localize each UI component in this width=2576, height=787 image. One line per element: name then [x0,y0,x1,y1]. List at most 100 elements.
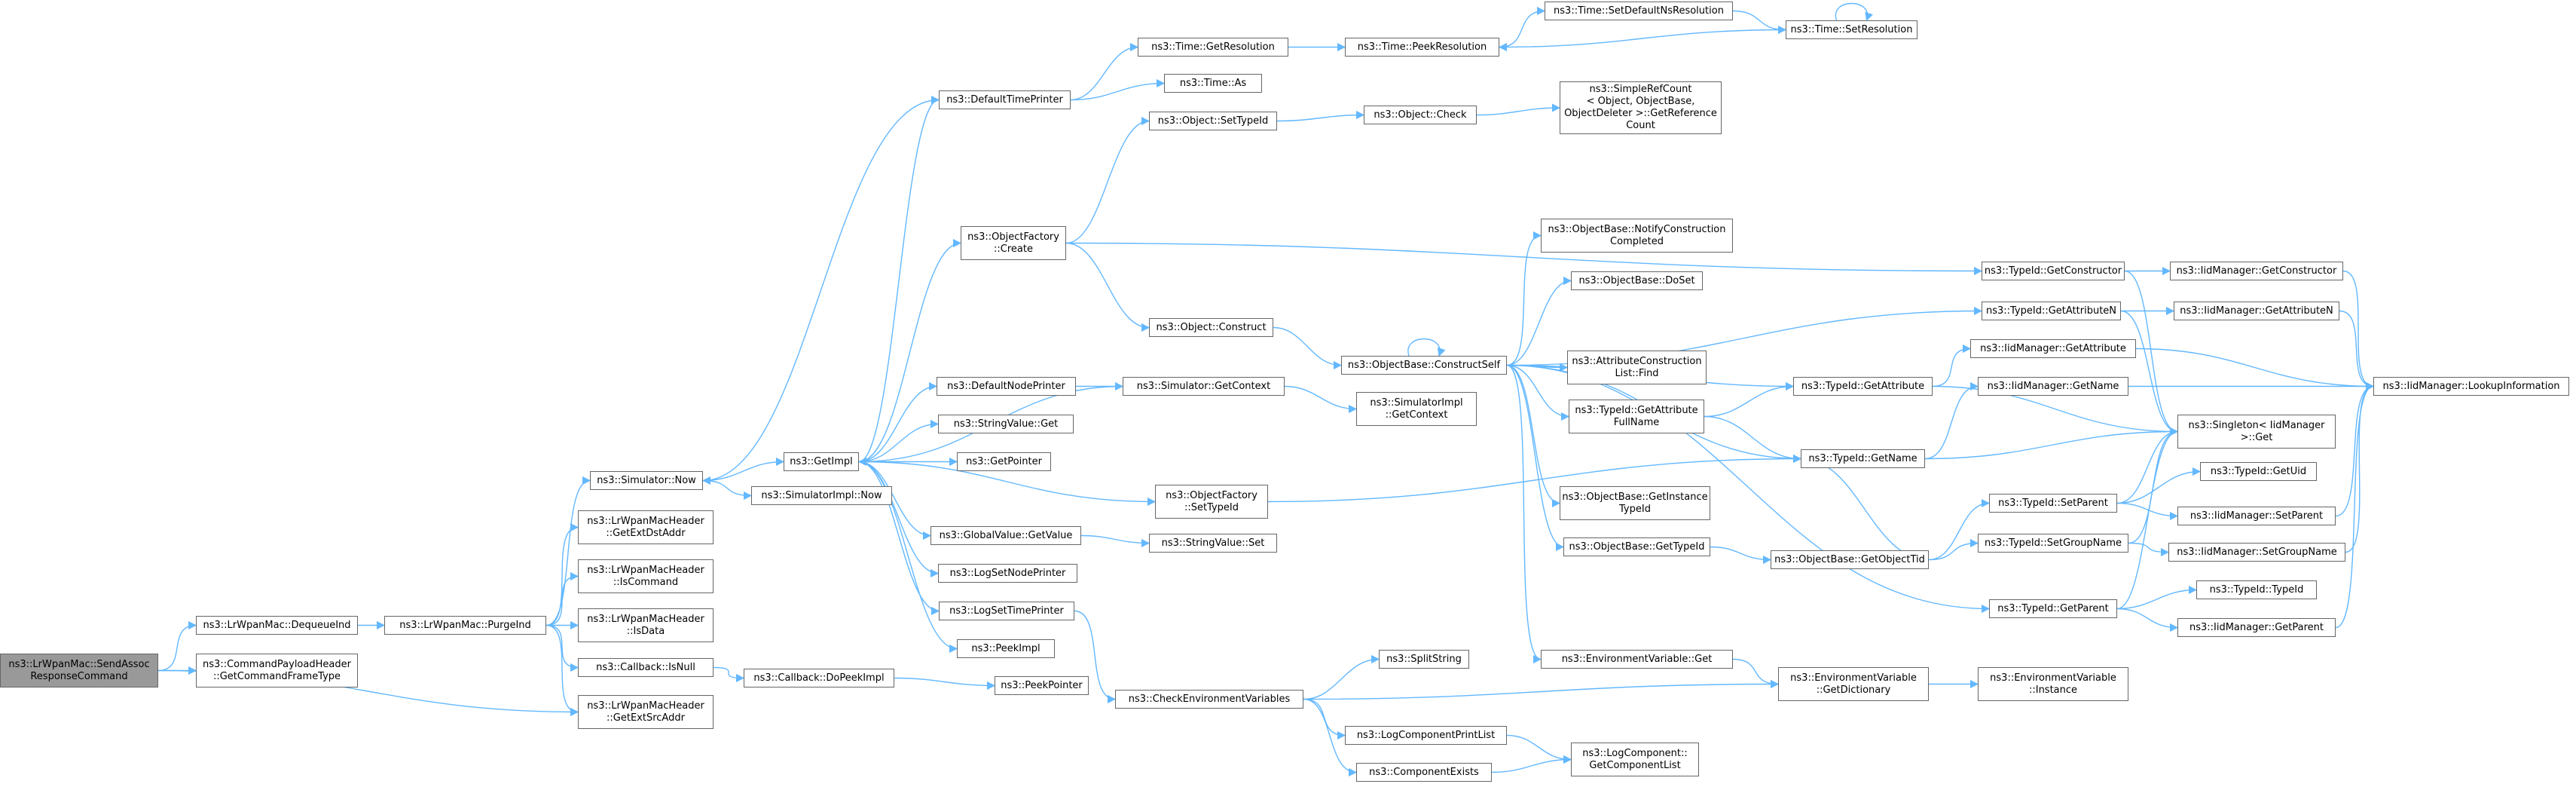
node-getptr[interactable]: ns3::GetPointer [957,452,1051,471]
node-peekimpl[interactable]: ns3::PeekImpl [957,639,1055,658]
edge-purge-to-simnow [545,476,591,626]
node-iidsetparent[interactable]: ns3::IidManager::SetParent [2177,507,2336,525]
node-iidgetattrn[interactable]: ns3::IidManager::GetAttributeN [2174,302,2339,320]
node-notifycons[interactable]: ns3::ObjectBase::NotifyConstruction Comp… [1541,219,1733,253]
edge-tidsetparent-to-tidgetuid [2116,467,2202,504]
node-iidgetparent[interactable]: ns3::IidManager::GetParent [2177,618,2336,637]
node-peekptr[interactable]: ns3::PeekPointer [995,676,1089,695]
node-obinst[interactable]: ns3::ObjectBase::GetInstance TypeId [1560,486,1710,520]
node-checkenv[interactable]: ns3::CheckEnvironmentVariables [1115,690,1303,709]
edge-obgetobjtid-to-tidsetparent [1928,498,1991,561]
edge-tidgetname-to-iidgetname [1924,381,1979,460]
node-strget[interactable]: ns3::StringValue::Get [938,415,1074,433]
node-peekres[interactable]: ns3::Time::PeekResolution [1345,38,1499,57]
edge-getimpl-to-strget [858,419,940,463]
edge-dopeek-to-peekptr [894,677,996,691]
edge-iidsetparent-to-lookup [2335,381,2375,517]
edge-purge-to-isnull [545,624,579,672]
node-iscmd[interactable]: ns3::LrWpanMacHeader ::IsCommand [578,559,714,593]
node-gvget[interactable]: ns3::GlobalValue::GetValue [930,526,1081,545]
node-envdict[interactable]: ns3::EnvironmentVariable ::GetDictionary [1778,667,1929,701]
edge-ofcreate-to-tidgetcons [1065,242,1983,276]
node-lstp[interactable]: ns3::LogSetTimePrinter [939,602,1074,620]
node-purge[interactable]: ns3::LrWpanMac::PurgeInd [384,616,546,635]
edge-cself-to-obgettid [1506,364,1565,552]
node-dnp[interactable]: ns3::DefaultNodePrinter [937,377,1076,396]
node-ofcreate[interactable]: ns3::ObjectFactory ::Create [961,226,1066,260]
node-src[interactable]: ns3::LrWpanMacHeader ::GetExtSrcAddr [578,695,714,729]
edge-ofcreate-to-objcons [1065,242,1150,332]
node-singleton[interactable]: ns3::Singleton< IidManager >::Get [2177,415,2336,449]
node-envinst[interactable]: ns3::EnvironmentVariable ::Instance [1978,667,2128,701]
edge-checkenv-to-compexists [1303,698,1358,777]
edge-iidgetcons-to-lookup [2342,270,2375,391]
node-isdata[interactable]: ns3::LrWpanMacHeader ::IsData [578,608,714,642]
node-tidgetname[interactable]: ns3::TypeId::GetName [1801,449,1925,468]
node-getres[interactable]: ns3::Time::GetResolution [1138,38,1288,57]
node-tidsetparent[interactable]: ns3::TypeId::SetParent [1989,494,2117,513]
node-dtp[interactable]: ns3::DefaultTimePrinter [939,90,1071,109]
node-isnull[interactable]: ns3::Callback::IsNull [578,658,714,677]
edge-tidgetparent-to-tidtypeid [2116,585,2198,610]
edge-ofsettype-to-tidgetname [1267,454,1802,503]
node-tidtypeid[interactable]: ns3::TypeId::TypeId [2196,580,2317,599]
node-split[interactable]: ns3::SplitString [1379,650,1469,669]
edge-tidgetparent-to-singleton [2116,427,2179,610]
edge-objcheck-to-srefcount [1476,103,1561,116]
node-lsnp[interactable]: ns3::LogSetNodePrinter [938,564,1077,583]
node-lcpl[interactable]: ns3::LogComponentPrintList [1345,726,1507,745]
edge-dtp-to-getres [1070,42,1139,101]
node-cself[interactable]: ns3::ObjectBase::ConstructSelf [1341,356,1507,375]
node-tidgetparent[interactable]: ns3::TypeId::GetParent [1989,599,2117,618]
node-tidsetgroup[interactable]: ns3::TypeId::SetGroupName [1978,534,2128,553]
node-doset[interactable]: ns3::ObjectBase::DoSet [1571,271,1703,290]
node-tidgetattrn[interactable]: ns3::TypeId::GetAttributeN [1982,302,2121,320]
node-getattrfull[interactable]: ns3::TypeId::GetAttribute FullName [1569,400,1704,433]
node-iidgetcons[interactable]: ns3::IidManager::GetConstructor [2170,262,2343,280]
edge-getimpl-to-dnp [858,381,938,463]
node-simimplctx[interactable]: ns3::SimulatorImpl ::GetContext [1356,392,1477,426]
node-iidgetname[interactable]: ns3::IidManager::GetName [1978,377,2128,396]
edge-cself-to-obinst [1506,364,1561,508]
edge-compexists-to-getcomplist [1491,755,1572,773]
edge-getimpl-to-dtp [858,96,940,463]
edge-cself-to-getattrfull [1506,364,1570,421]
node-dst[interactable]: ns3::LrWpanMacHeader ::GetExtDstAddr [578,510,714,544]
edge-gvget-to-strset [1080,534,1150,548]
node-compexists[interactable]: ns3::ComponentExists [1356,763,1492,782]
edge-tidgetname-to-singleton [1924,427,2179,460]
node-setdefns[interactable]: ns3::Time::SetDefaultNsResolution [1545,2,1733,20]
node-lookup[interactable]: ns3::IidManager::LookupInformation [2373,377,2569,396]
node-iidgetattr[interactable]: ns3::IidManager::GetAttribute [1970,339,2136,358]
node-dopeek[interactable]: ns3::Callback::DoPeekImpl [744,669,894,687]
node-getimpl[interactable]: ns3::GetImpl [784,452,859,471]
node-iidsetgroup[interactable]: ns3::IidManager::SetGroupName [2168,543,2345,562]
node-objcons[interactable]: ns3::Object::Construct [1149,318,1273,337]
node-tidgetuid[interactable]: ns3::TypeId::GetUid [2200,462,2317,481]
node-tidgetcons[interactable]: ns3::TypeId::GetConstructor [1982,262,2125,280]
node-cmdhdr[interactable]: ns3::CommandPayloadHeader ::GetCommandFr… [196,654,358,687]
edge-checkenv-to-lcpl [1303,698,1346,740]
node-objsettype[interactable]: ns3::Object::SetTypeId [1149,112,1277,130]
node-simimplnow[interactable]: ns3::SimulatorImpl::Now [751,486,892,505]
node-setres[interactable]: ns3::Time::SetResolution [1786,20,1917,39]
edge-objcons-to-cself [1273,326,1343,370]
node-objcheck[interactable]: ns3::Object::Check [1364,106,1477,124]
node-obgettid[interactable]: ns3::ObjectBase::GetTypeId [1563,537,1710,556]
node-obgetobjtid[interactable]: ns3::ObjectBase::GetObjectTid [1771,550,1929,569]
node-simnow[interactable]: ns3::Simulator::Now [590,471,703,490]
node-timeas[interactable]: ns3::Time::As [1164,74,1262,93]
node-tidgetattr[interactable]: ns3::TypeId::GetAttribute [1793,377,1933,396]
node-simgetctx[interactable]: ns3::Simulator::GetContext [1123,377,1285,396]
node-getcomplist[interactable]: ns3::LogComponent:: GetComponentList [1571,743,1699,776]
node-srefcount[interactable]: ns3::SimpleRefCount < Object, ObjectBase… [1560,81,1722,134]
edge-tidgetattrn-to-singleton [2120,310,2179,436]
edge-tidgetattr-to-iidgetattr [1932,344,1972,387]
edge-lcpl-to-getcomplist [1506,734,1572,764]
node-deq[interactable]: ns3::LrWpanMac::DequeueInd [196,616,358,635]
node-acfind[interactable]: ns3::AttributeConstruction List::Find [1567,351,1707,384]
node-strset[interactable]: ns3::StringValue::Set [1149,534,1277,553]
node-ofsettype[interactable]: ns3::ObjectFactory ::SetTypeId [1155,485,1268,519]
edge-peekres-to-setdefns [1499,6,1546,48]
node-envget[interactable]: ns3::EnvironmentVariable::Get [1541,650,1733,669]
